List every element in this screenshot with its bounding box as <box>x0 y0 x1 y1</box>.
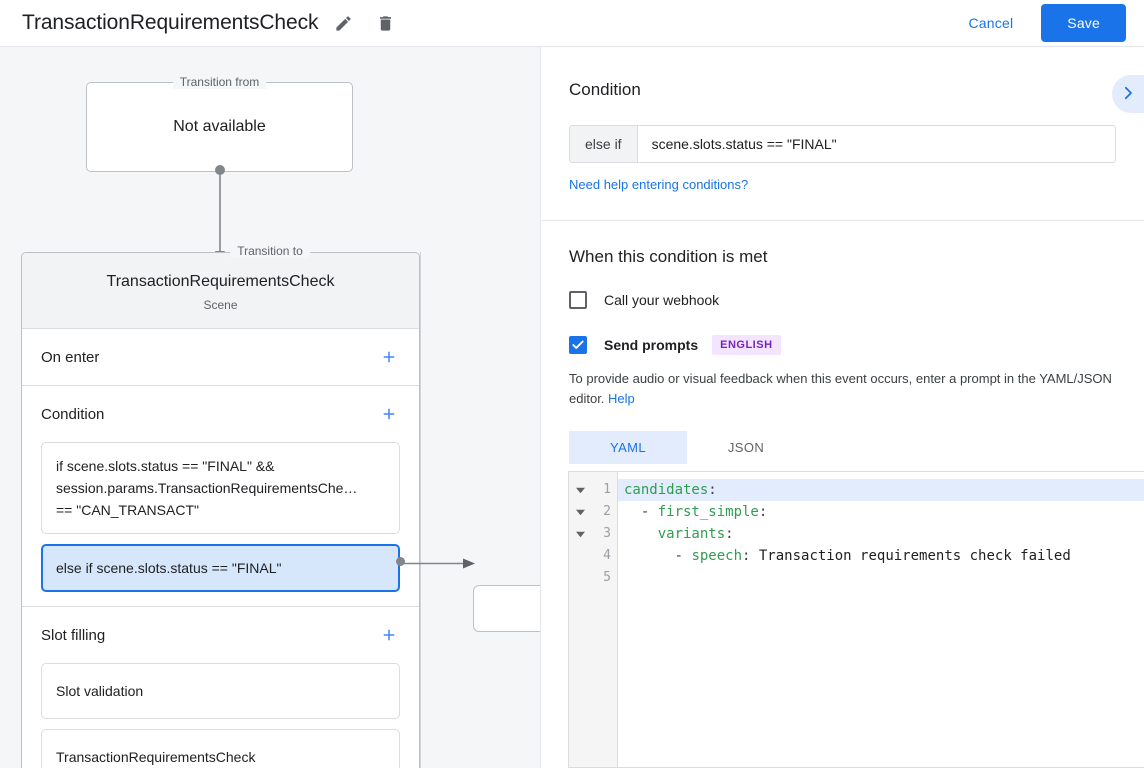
tab-json[interactable]: JSON <box>687 431 805 464</box>
save-button[interactable]: Save <box>1041 4 1126 42</box>
line-number: 3 <box>603 526 611 541</box>
send-prompts-label: Send prompts <box>604 337 699 353</box>
collapse-panel-button[interactable] <box>1112 75 1144 113</box>
condition-help-link[interactable]: Need help entering conditions? <box>569 177 749 192</box>
delete-button[interactable] <box>368 6 402 40</box>
page-title: TransactionRequirementsCheck <box>22 11 319 34</box>
editor-code-area[interactable]: candidates: - first_simple: variants: - … <box>618 472 1144 767</box>
scene-card-title: TransactionRequirementsCheck <box>106 273 335 290</box>
language-badge: ENGLISH <box>712 335 781 355</box>
section-condition: Condition if scene.slots.status == "FINA… <box>22 386 419 607</box>
transition-to-legend: Transition to <box>230 244 310 258</box>
editor-fold-column <box>569 472 592 767</box>
condition-item-line: session.params.TransactionRequirementsCh… <box>56 480 358 496</box>
panel-condition-section: Condition else if Need help entering con… <box>541 47 1144 221</box>
plus-icon[interactable] <box>378 403 400 425</box>
condition-prefix-label: else if <box>570 126 638 162</box>
plus-icon[interactable] <box>378 624 400 646</box>
slot-filling-item[interactable]: Slot validation <box>41 663 400 719</box>
condition-output-port[interactable] <box>396 557 405 566</box>
trash-icon <box>376 14 395 33</box>
transition-from-value: Not available <box>173 118 266 135</box>
fold-toggle[interactable] <box>569 523 592 545</box>
section-slot-filling: Slot filling Slot validation Transaction… <box>22 607 419 768</box>
editor-line-numbers: 1 2 3 4 5 <box>592 472 618 767</box>
plus-icon[interactable] <box>378 346 400 368</box>
slot-filling-item[interactable]: TransactionRequirementsCheck <box>41 729 400 768</box>
send-prompts-description-text: To provide audio or visual feedback when… <box>569 371 1112 406</box>
section-on-enter-header: On enter <box>41 329 400 385</box>
transition-connector-arrow <box>212 165 228 263</box>
editor-format-tabs: YAML JSON <box>569 431 1116 464</box>
condition-item-selected[interactable]: else if scene.slots.status == "FINAL" <box>41 544 400 592</box>
slot-filling-item-label: Slot validation <box>56 683 144 699</box>
fold-spacer <box>569 567 592 589</box>
top-bar: TransactionRequirementsCheck Cancel Save <box>0 0 1144 47</box>
line-number: 2 <box>603 504 611 519</box>
panel-when-met-section: When this condition is met Call your web… <box>541 221 1144 464</box>
fold-toggle[interactable] <box>569 479 592 501</box>
flow-canvas[interactable]: Transition from Not available Transition… <box>0 47 540 768</box>
scene-card-subtitle: Scene <box>203 298 238 312</box>
fold-spacer <box>569 545 592 567</box>
condition-item[interactable]: if scene.slots.status == "FINAL" && sess… <box>41 442 400 534</box>
pencil-icon <box>334 14 353 33</box>
slot-filling-item-label: TransactionRequirementsCheck <box>56 749 256 765</box>
canvas-guide-line <box>420 252 421 768</box>
condition-item-line: if scene.slots.status == "FINAL" && <box>56 458 275 474</box>
fold-toggle[interactable] <box>569 501 592 523</box>
section-slot-filling-header: Slot filling <box>41 607 400 663</box>
send-prompts-description: To provide audio or visual feedback when… <box>569 369 1116 409</box>
call-webhook-checkbox[interactable] <box>569 291 587 309</box>
transition-from-legend: Transition from <box>172 75 267 89</box>
condition-connector-line <box>401 556 476 574</box>
code-line: variants: <box>657 526 734 542</box>
send-prompts-row[interactable]: Send prompts ENGLISH <box>569 335 1116 355</box>
tab-yaml[interactable]: YAML <box>569 431 687 464</box>
yaml-editor[interactable]: 1 2 3 4 5 candidates: - first_simple: va… <box>568 471 1144 768</box>
prompts-help-link[interactable]: Help <box>608 391 635 406</box>
section-on-enter: On enter <box>22 329 419 386</box>
line-number: 1 <box>603 482 611 497</box>
code-line <box>618 567 1144 589</box>
edit-button[interactable] <box>326 6 360 40</box>
section-condition-header: Condition <box>41 386 400 442</box>
webhook-checkbox-row[interactable]: Call your webhook <box>569 291 1116 309</box>
cancel-button[interactable]: Cancel <box>955 6 1028 40</box>
chevron-right-icon <box>1119 84 1137 105</box>
condition-input-row[interactable]: else if <box>569 125 1116 163</box>
condition-item-line: == "CAN_TRANSACT" <box>56 502 199 518</box>
code-line: candidates: <box>618 479 1144 501</box>
target-node-stub[interactable] <box>473 585 540 632</box>
condition-item-line: else if scene.slots.status == "FINAL" <box>56 560 282 576</box>
call-webhook-label: Call your webhook <box>604 292 720 308</box>
code-line: - first_simple: <box>624 504 768 520</box>
when-met-heading: When this condition is met <box>569 247 768 266</box>
scene-card-header: TransactionRequirementsCheck Scene <box>22 253 419 329</box>
send-prompts-checkbox[interactable] <box>569 336 587 354</box>
code-line: - speech: Transaction requirements check… <box>624 548 1071 564</box>
section-on-enter-title: On enter <box>41 348 100 366</box>
line-number: 4 <box>603 548 611 563</box>
section-condition-title: Condition <box>41 405 105 423</box>
panel-condition-heading: Condition <box>569 80 641 99</box>
transition-from-box[interactable]: Transition from Not available <box>86 75 353 172</box>
section-slot-filling-title: Slot filling <box>41 626 106 644</box>
condition-expression-input[interactable] <box>637 126 1115 162</box>
section-condition-items: if scene.slots.status == "FINAL" && sess… <box>41 442 400 606</box>
section-slot-filling-items: Slot validation TransactionRequirementsC… <box>41 663 400 768</box>
scene-card[interactable]: TransactionRequirementsCheck Scene On en… <box>21 252 420 768</box>
line-number: 5 <box>603 570 611 585</box>
